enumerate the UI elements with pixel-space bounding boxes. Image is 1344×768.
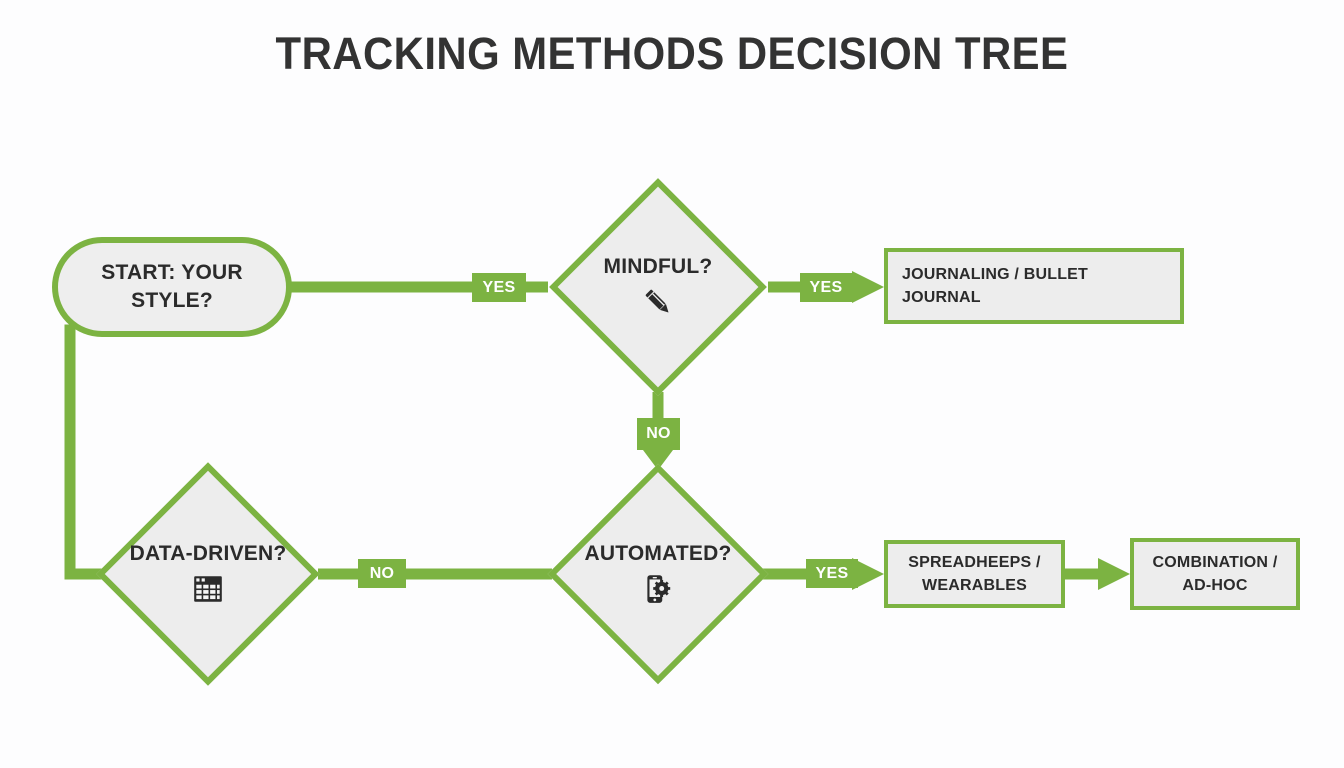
arrowhead-automated bbox=[640, 446, 676, 470]
node-start-line1: START: YOUR bbox=[101, 260, 243, 284]
spreadsheet-icon bbox=[194, 576, 222, 602]
arrowhead-journaling bbox=[852, 271, 884, 303]
phone-gear-icon bbox=[647, 575, 671, 603]
node-start-line2: STYLE? bbox=[131, 289, 213, 312]
node-combination-line2: AD-HOC bbox=[1182, 577, 1248, 594]
node-journaling-label: JOURNALING / BULLET JOURNAL bbox=[902, 263, 1088, 309]
node-automated[interactable]: AUTOMATED? bbox=[547, 463, 769, 685]
node-start-label: START: YOUR STYLE? bbox=[101, 259, 242, 316]
node-journaling-line2: JOURNAL bbox=[902, 289, 981, 306]
node-spreadsheets-line2: WEARABLES bbox=[922, 577, 1027, 594]
page-title: TRACKING METHODS DECISION TREE bbox=[275, 28, 1069, 79]
node-spreadsheets[interactable]: SPREADHEEPS / WEARABLES bbox=[884, 540, 1065, 608]
node-spreadsheets-line1: SPREADHEEPS / bbox=[908, 553, 1041, 571]
node-data-driven-label: DATA-DRIVEN? bbox=[129, 542, 287, 565]
node-mindful-content: MINDFUL? bbox=[581, 210, 735, 364]
node-mindful-label: MINDFUL? bbox=[603, 255, 713, 278]
node-start[interactable]: START: YOUR STYLE? bbox=[52, 237, 292, 337]
node-journaling-line1: JOURNALING / BULLET bbox=[902, 265, 1089, 283]
node-spreadsheets-label: SPREADHEEPS / WEARABLES bbox=[908, 551, 1040, 597]
edge-label-mindful-to-automated: NO bbox=[637, 418, 680, 450]
node-combination-line1: COMBINATION / bbox=[1152, 553, 1278, 571]
node-combination-label: COMBINATION / AD-HOC bbox=[1153, 551, 1278, 597]
node-automated-content: AUTOMATED? bbox=[580, 496, 736, 652]
node-data-driven-content: DATA-DRIVEN? bbox=[129, 495, 287, 653]
node-journaling[interactable]: JOURNALING / BULLET JOURNAL bbox=[884, 248, 1184, 324]
arrowhead-combination bbox=[1098, 558, 1130, 590]
node-combination[interactable]: COMBINATION / AD-HOC bbox=[1130, 538, 1300, 610]
edge-label-data-driven-to-automated: NO bbox=[358, 559, 406, 588]
edge-label-start-to-mindful: YES bbox=[472, 273, 526, 302]
node-mindful[interactable]: MINDFUL? bbox=[549, 178, 767, 396]
edge-label-mindful-to-journaling: YES bbox=[800, 273, 852, 302]
edge-label-automated-to-spreadsheets: YES bbox=[806, 559, 858, 588]
edge-start-to-data-driven bbox=[64, 324, 102, 580]
node-automated-label: AUTOMATED? bbox=[584, 542, 732, 565]
node-data-driven[interactable]: DATA-DRIVEN? bbox=[96, 462, 320, 686]
pencil-icon bbox=[645, 289, 669, 313]
arrowhead-spreadsheets bbox=[852, 558, 884, 590]
